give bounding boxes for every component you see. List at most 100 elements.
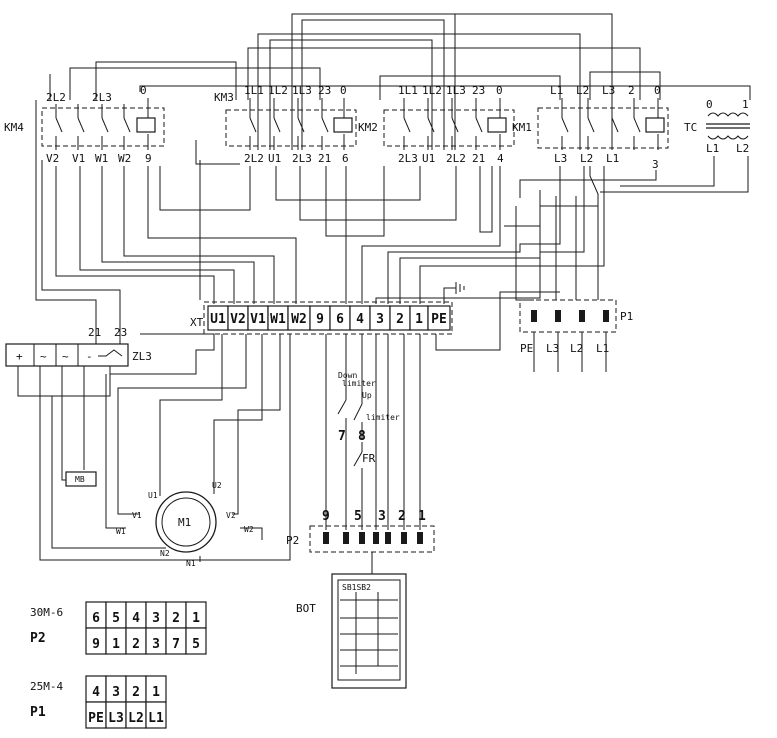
- p2-pin-1: 1: [418, 509, 426, 524]
- table-cell: [145, 701, 167, 729]
- km3-bottom-3: 2L3: [292, 152, 312, 165]
- wire-8: 8: [358, 429, 366, 444]
- table-cell-value: 6: [92, 611, 100, 626]
- mid-wiring: [35, 100, 657, 324]
- table-cell-value: 3: [152, 611, 160, 626]
- p2-pin-5: 5: [354, 509, 362, 524]
- table-cell-value: L1: [148, 711, 164, 726]
- pendant-label: BOT: [296, 602, 316, 615]
- p2-pin-connector: [417, 532, 423, 544]
- km1-top-1: L1: [550, 84, 563, 97]
- plug-p1: P1 PE L3 L2 L1: [519, 299, 633, 372]
- pendant-bot: BOT SB1SB2: [296, 573, 407, 689]
- motor-term-v1: V1: [132, 511, 142, 520]
- xt-label: XT: [190, 316, 204, 329]
- t25-model: 25M-4: [30, 680, 63, 693]
- brake-term-plus: +: [16, 350, 23, 363]
- km1-top-3: L3: [602, 84, 615, 97]
- km2-bottom-3: 2L2: [446, 152, 466, 165]
- km4-top-3: 0: [140, 84, 147, 97]
- motor-term-n2: N2: [160, 549, 170, 558]
- km3-bottom-4: 21: [318, 152, 331, 165]
- motor-term-u1: U1: [148, 491, 158, 500]
- xt-terminal-label: 3: [376, 312, 384, 327]
- table-cell-value: L3: [108, 711, 124, 726]
- km3-label: KM3: [214, 91, 234, 104]
- km1-top-5: 0: [654, 84, 661, 97]
- rectifier-label: MB: [75, 475, 85, 484]
- table-cell-value: 2: [132, 685, 140, 700]
- brake-zl3: 21 23 + ~ ~ - ZL3: [5, 324, 291, 561]
- km3-top-4: 23: [318, 84, 331, 97]
- table-cell-value: 5: [192, 637, 200, 652]
- p1-pin-l1: L1: [596, 342, 609, 355]
- brake-term-ac1: ~: [40, 350, 47, 363]
- km4-top-1: 2L2: [46, 91, 66, 104]
- km4-bottom-3: W1: [95, 152, 108, 165]
- wire-7: 7: [338, 429, 346, 444]
- ground-icon: [435, 282, 560, 351]
- p1-pin-connector: [603, 310, 609, 322]
- motor-label: M1: [178, 516, 191, 529]
- km4-bottom-4: W2: [118, 152, 131, 165]
- km4-bottom-2: V1: [72, 152, 85, 165]
- km3-top-1: 1L1: [244, 84, 264, 97]
- xt-terminal-label: W2: [291, 312, 307, 327]
- top-wire-bus: [49, 13, 751, 150]
- km3-bottom-1: 2L2: [244, 152, 264, 165]
- km2-label: KM2: [358, 121, 378, 134]
- p2-pin-connector: [385, 532, 391, 544]
- p1-label: P1: [620, 310, 633, 323]
- p1-pin-connector: [555, 310, 561, 322]
- km2-top-1: 1L1: [398, 84, 418, 97]
- km2-coil: [487, 117, 507, 133]
- p2-pin-3: 3: [378, 509, 386, 524]
- km2-top-2: 1L2: [422, 84, 442, 97]
- contactor-km1: KM1 L1 L2 L3 2 0 L3 L2 L1 3: [512, 84, 669, 171]
- xt-terminal-label: 1: [415, 312, 423, 327]
- tc-primary-1: 1: [742, 98, 749, 111]
- limit-switches: Down limiter Up limiter 7 8 FR: [325, 334, 421, 530]
- contactor-km4: KM4 2L2 2L3 0 V2 V1 W1 W2 9: [4, 84, 165, 165]
- xt-terminal-label: V2: [230, 312, 246, 327]
- brake-label: ZL3: [132, 350, 152, 363]
- km3-bottom-2: U1: [268, 152, 281, 165]
- table-cell: [185, 627, 207, 655]
- transformer-tc: 0 1 TC L1 L2: [600, 98, 750, 193]
- p2-pin-connector: [343, 532, 349, 544]
- km3-top-3: 1L3: [292, 84, 312, 97]
- km2-top-3: 1L3: [446, 84, 466, 97]
- t25-label: P1: [30, 705, 46, 720]
- table-cell-value: 2: [132, 637, 140, 652]
- table-cell-value: 4: [92, 685, 100, 700]
- motor-term-v2: V2: [226, 511, 236, 520]
- km1-label: KM1: [512, 121, 532, 134]
- limit-down-1: Down: [338, 371, 357, 380]
- p1-pin-l2: L2: [570, 342, 583, 355]
- motor-term-n1: N1: [186, 559, 196, 568]
- km4-top-2: 2L3: [92, 91, 112, 104]
- table-cell-value: 9: [92, 637, 100, 652]
- p1-pin-connector: [579, 310, 585, 322]
- table-cell-value: 3: [152, 637, 160, 652]
- motor-m1: MB M1 U1 U2 V1 V2 W1 W2 N1 N2: [51, 334, 281, 568]
- motor-term-u2: U2: [212, 481, 222, 490]
- limit-up-2: limiter: [366, 413, 400, 422]
- km3-coil: [333, 117, 353, 133]
- table-cell-value: 7: [172, 637, 180, 652]
- p1-pin-pe: PE: [520, 342, 533, 355]
- p2-pin-9: 9: [322, 509, 330, 524]
- p2-pin-connector: [359, 532, 365, 544]
- km2-top-5: 0: [496, 84, 503, 97]
- t30-model: 30M-6: [30, 606, 63, 619]
- table-cell-value: PE: [88, 711, 104, 726]
- xt-terminal-label: 6: [336, 312, 344, 327]
- p2-pin-connector: [401, 532, 407, 544]
- km1-top-4: 2: [628, 84, 635, 97]
- km3-top-2: 1L2: [268, 84, 288, 97]
- xt-terminal-label: 2: [396, 312, 404, 327]
- p2-pin-connector: [323, 532, 329, 544]
